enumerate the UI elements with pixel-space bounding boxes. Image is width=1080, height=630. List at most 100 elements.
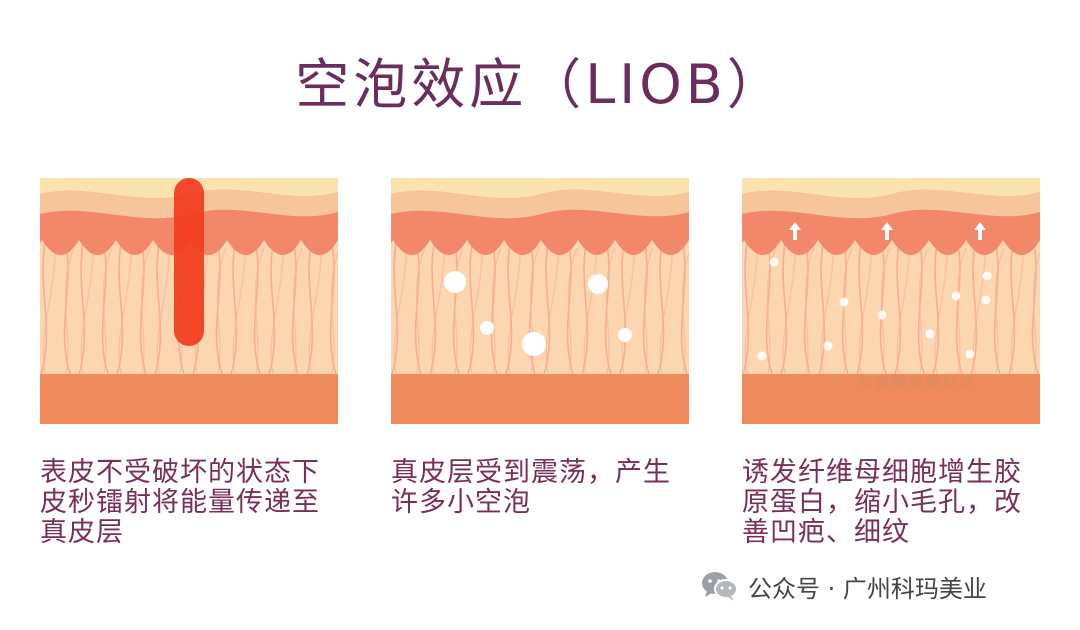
collagen-fiber [42,247,56,379]
collagen-fiber [64,247,75,379]
skin-surface [391,178,689,199]
collagen-fiber [842,247,853,379]
collagen-fiber [656,237,665,379]
collagen-fiber [542,237,551,379]
bubble [618,328,632,342]
bubble [480,321,494,335]
bubble [522,332,546,356]
collagen-fiber [267,237,276,379]
collagen-fiber [393,247,407,379]
footer-account[interactable]: 公众号 · 广州科玛美业 [700,566,987,606]
collagen-fiber [453,247,464,379]
collagen-fiber [153,237,162,379]
collagen-fiber [504,237,513,379]
collagen-fiber [229,237,238,379]
collagen-fiber [431,247,445,379]
fibroblast-cell [981,295,991,305]
collagen-fiber [156,247,170,379]
collagen-fiber [232,247,246,379]
collagen-fiber [969,237,978,379]
collagen-fiber [1032,251,1040,379]
bubble [588,274,608,294]
collagen-fiber [270,247,284,379]
collagen-fiber [391,237,399,379]
collagen-fiber [545,247,559,379]
collagen-fiber [972,247,986,379]
wechat-icon [702,572,738,601]
subcutaneous-layer [40,374,338,424]
fibroblast-cell [823,341,833,351]
collagen-fiber [305,237,314,379]
laser-beam [174,178,204,346]
collagen-fiber [583,247,597,379]
collagen-fiber [779,237,788,379]
up-arrow-icon [789,222,801,240]
collagen-fiber [491,247,502,379]
collagen-fiber [621,247,635,379]
fibroblast-cell [982,271,992,281]
caption-collagen: 诱发纤维母细胞增生胶原蛋白，缩小毛孔，改善凹疤、细纹 [742,457,1022,548]
collagen-fiber [804,247,815,379]
collagen-fiber [115,237,124,379]
collagen-fiber [618,237,627,379]
collagen-fiber [893,237,902,379]
collagen-fiber [918,247,929,379]
collagen-fiber [605,247,616,379]
fibroblast-cell [839,297,849,307]
collagen-fiber [643,247,654,379]
fibroblast-cell [877,310,887,320]
collagen-fiber [567,247,578,379]
panel-collagen [742,178,1040,424]
collagen-fiber [782,247,796,379]
collagen-fiber [744,247,758,379]
collagen-fiber [80,247,94,379]
fibroblast-cell [757,351,767,361]
collagen-fiber [118,247,132,379]
watermark-text: 彭寶麗皮膚科診 [858,375,977,391]
caption-laser: 表皮不受破坏的状态下皮秒镭射将能量传递至真皮层 [40,457,320,548]
skin-surface-band [391,189,689,219]
caption-bubbles: 真皮层受到震荡，产生许多小空泡 [391,457,671,518]
fibroblast-cell [951,291,961,301]
collagen-fiber [466,237,475,379]
collagen-fiber [817,237,826,379]
collagen-fiber [681,251,689,379]
collagen-fiber [994,247,1005,379]
subcutaneous-layer [391,374,689,424]
panel-bubbles [391,178,689,424]
collagen-fiber [529,247,540,379]
collagen-fiber [1007,237,1016,379]
collagen-fiber [580,237,589,379]
fibroblast-cell [925,329,935,339]
collagen-fiber [469,247,483,379]
skin-surface [742,178,1040,199]
collagen-fiber [102,247,113,379]
bubble [444,271,466,293]
collagen-fiber [858,247,872,379]
collagen-fiber [896,247,910,379]
page-title: 空泡效应（LIOB） [295,53,785,116]
collagen-fiber [330,251,338,379]
collagen-fiber [934,247,948,379]
collagen-fiber [415,247,426,379]
collagen-fiber [140,247,151,379]
collagen-fiber [254,247,265,379]
collagen-fiber [820,247,834,379]
collagen-fiber [308,247,322,379]
collagen-fiber [855,237,864,379]
collagen-fiber [77,237,86,379]
collagen-fiber [931,237,940,379]
subcutaneous-layer [742,374,1040,424]
collagen-fiber [292,247,303,379]
collagen-fiber [659,247,673,379]
collagen-fiber [428,237,437,379]
skin-surface-band [742,189,1040,219]
collagen-fiber [956,247,967,379]
collagen-fiber [1010,247,1024,379]
fibroblast-cell [965,349,975,359]
panel-laser [40,178,338,424]
up-arrow-icon [974,222,986,240]
collagen-fiber [40,237,48,379]
fibroblast-cell [769,257,779,267]
collagen-fiber [507,247,521,379]
